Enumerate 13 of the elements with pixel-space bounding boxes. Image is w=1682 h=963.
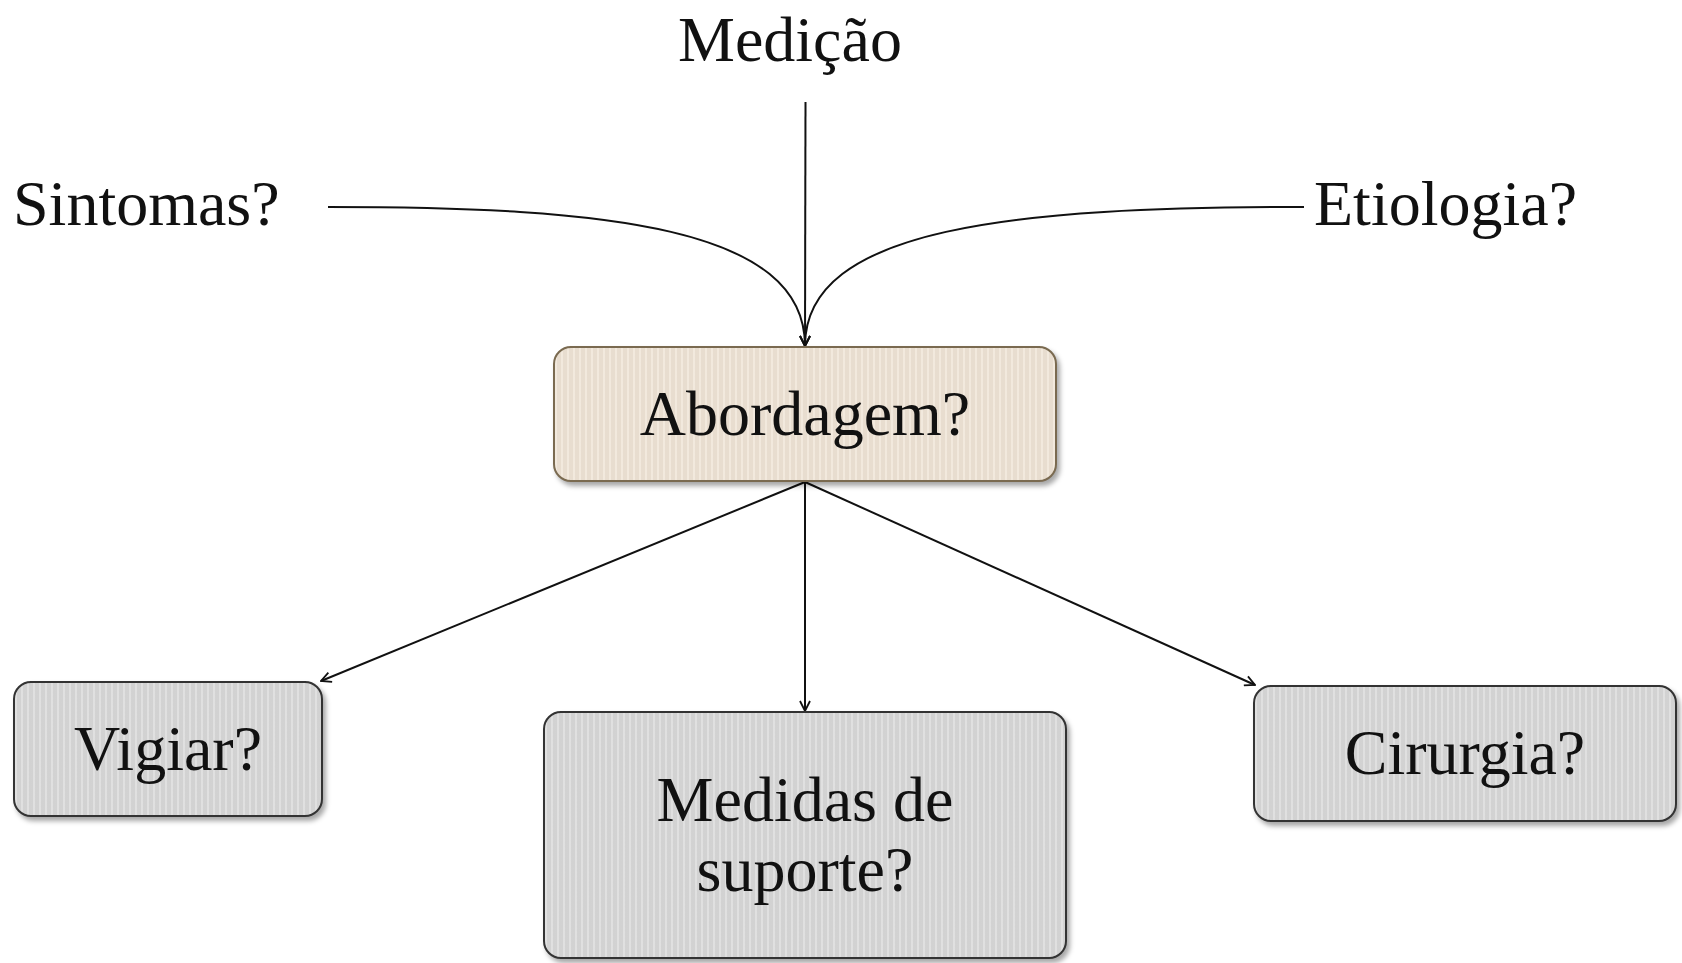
arrow: [804, 481, 1256, 687]
input-label: Sintomas?: [13, 172, 280, 236]
box-label: Medidas de suporte?: [655, 764, 955, 906]
arrow: [320, 481, 806, 683]
option-box: [543, 711, 1067, 959]
option-box: [13, 681, 323, 817]
process-box: [553, 346, 1057, 482]
arrow: [800, 206, 1305, 347]
box-label: Vigiar?: [73, 713, 263, 785]
box-label: Cirurgia?: [1344, 718, 1586, 789]
arrow: [799, 481, 811, 712]
option-box: [1253, 685, 1677, 822]
box-label: Abordagem?: [639, 378, 971, 450]
